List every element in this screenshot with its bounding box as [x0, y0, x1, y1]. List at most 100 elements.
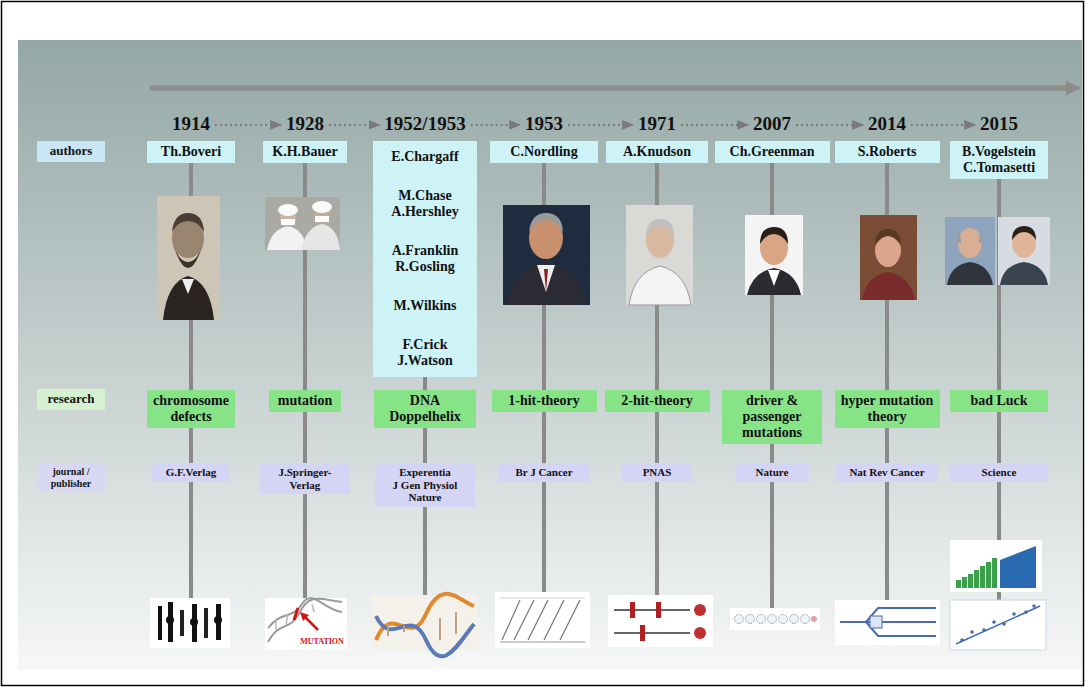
portrait-photo [544, 269, 548, 292]
portrait-photo [745, 215, 803, 295]
research-box: 2-hit-theory [605, 390, 710, 412]
incidence-graph [544, 600, 564, 640]
box-text: driver & passenger mutations [726, 393, 818, 441]
box-text: A.Franklin R.Gosling [377, 243, 473, 275]
two-hit-figure [656, 602, 661, 618]
two-hit-figure [630, 602, 635, 618]
chromosome-figure [150, 598, 230, 648]
scatter-chart [950, 600, 1046, 650]
portrait-photo [945, 217, 995, 285]
chromosome-figure [150, 598, 230, 648]
incidence-graph [528, 600, 548, 640]
dna-mutation-figure [275, 620, 277, 630]
scatter-chart [1002, 622, 1006, 626]
author-box: A.Knudson [606, 141, 708, 163]
box-text: Nature [739, 466, 805, 479]
portrait-photo [537, 265, 555, 292]
portrait-photo [301, 224, 340, 250]
mutation-sequence-figure [779, 615, 788, 624]
box-text: DNA Doppelhelix [378, 393, 472, 425]
timeline-dots [329, 124, 379, 126]
portrait-photo [1012, 226, 1036, 240]
author-box: E.ChargaffM.Chase A.HershleyA.Franklin R… [373, 141, 477, 377]
time-arrow [1066, 81, 1082, 95]
portrait-photo [768, 270, 780, 286]
dna-mutation-figure [265, 598, 347, 650]
box-text: K.H.Bauer [267, 144, 343, 160]
year-label: 1971 [638, 113, 676, 135]
mutation-sequence-figure [757, 615, 766, 624]
incidence-graph [500, 598, 585, 599]
portrait-photo [265, 197, 340, 250]
portrait-photo [172, 213, 204, 232]
timeline-connector [189, 428, 193, 463]
portrait-photo [958, 233, 983, 243]
hypermutation-figure [835, 600, 940, 645]
time-arrow [150, 86, 1068, 91]
double-helix-figure [376, 616, 474, 656]
chromosome-figure [166, 616, 174, 624]
mutation-sequence-figure [811, 616, 817, 622]
portrait-photo [760, 227, 788, 244]
bar-chart [962, 577, 967, 588]
hypermutation-figure [840, 608, 936, 622]
year-label: 2007 [753, 113, 791, 135]
portrait-photo [265, 197, 340, 250]
box-text: 1-hit-theory [496, 393, 593, 409]
box-text: mutation [273, 393, 337, 409]
box-text: research [41, 392, 101, 407]
mutation-sequence-figure [730, 608, 820, 630]
box-text: chromosome defects [151, 393, 231, 425]
author-box: K.H.Bauer [263, 141, 347, 163]
portrait-photo [503, 205, 590, 305]
chromosome-figure [204, 608, 208, 638]
box-text: F.Crick J.Watson [377, 337, 473, 369]
column-line [191, 150, 999, 610]
dna-mutation-figure [312, 604, 314, 612]
illustration-text: MUTATION [300, 637, 344, 646]
portrait-photo [745, 215, 803, 295]
bar-chart [950, 540, 1042, 592]
box-text: Nature [379, 491, 471, 504]
bar-chart [974, 570, 979, 588]
year-label: 1914 [172, 113, 210, 135]
portrait-photo [157, 196, 220, 320]
row-header: research [37, 389, 105, 410]
scatter-chart [1024, 610, 1028, 614]
box-text: authors [41, 144, 101, 159]
mutation-sequence-figure [801, 615, 810, 624]
two-hit-figure [640, 625, 645, 641]
incidence-graph [495, 592, 590, 648]
timeline-connector [542, 412, 546, 463]
author-box: B.Vogelstein C.Tomasetti [950, 141, 1048, 179]
portrait-photo [1000, 262, 1048, 285]
box-text: M.Wilkins [377, 298, 473, 314]
year-label: 1953 [525, 113, 563, 135]
journal-box: Nat Rev Cancer [836, 463, 938, 482]
portrait-photo [998, 217, 1050, 285]
hypermutation-figure [835, 600, 940, 645]
double-helix-figure [403, 626, 405, 632]
portrait-photo [312, 201, 332, 213]
box-text: Br J Cancer [502, 466, 586, 479]
dna-mutation-figure [294, 608, 298, 620]
journal-box: Br J Cancer [498, 463, 590, 482]
two-hit-figure [694, 627, 706, 639]
research-box: driver & passenger mutations [722, 390, 822, 444]
two-hit-figure [608, 595, 713, 647]
two-hit-figure [608, 595, 713, 647]
portrait-photo [507, 262, 586, 305]
portrait-photo [281, 219, 295, 225]
box-text: C.Nordling [494, 144, 594, 160]
portrait-photo [862, 272, 915, 300]
timeline-connector [770, 444, 774, 463]
timeline-dots [471, 124, 520, 126]
dna-mutation-figure [304, 616, 318, 630]
timeline-connector [655, 412, 659, 463]
journal-box: J.Springer-Verlag [260, 463, 350, 494]
portrait-photo [529, 213, 563, 232]
mutation-sequence-figure [735, 615, 744, 624]
timeline-connector [885, 428, 889, 463]
